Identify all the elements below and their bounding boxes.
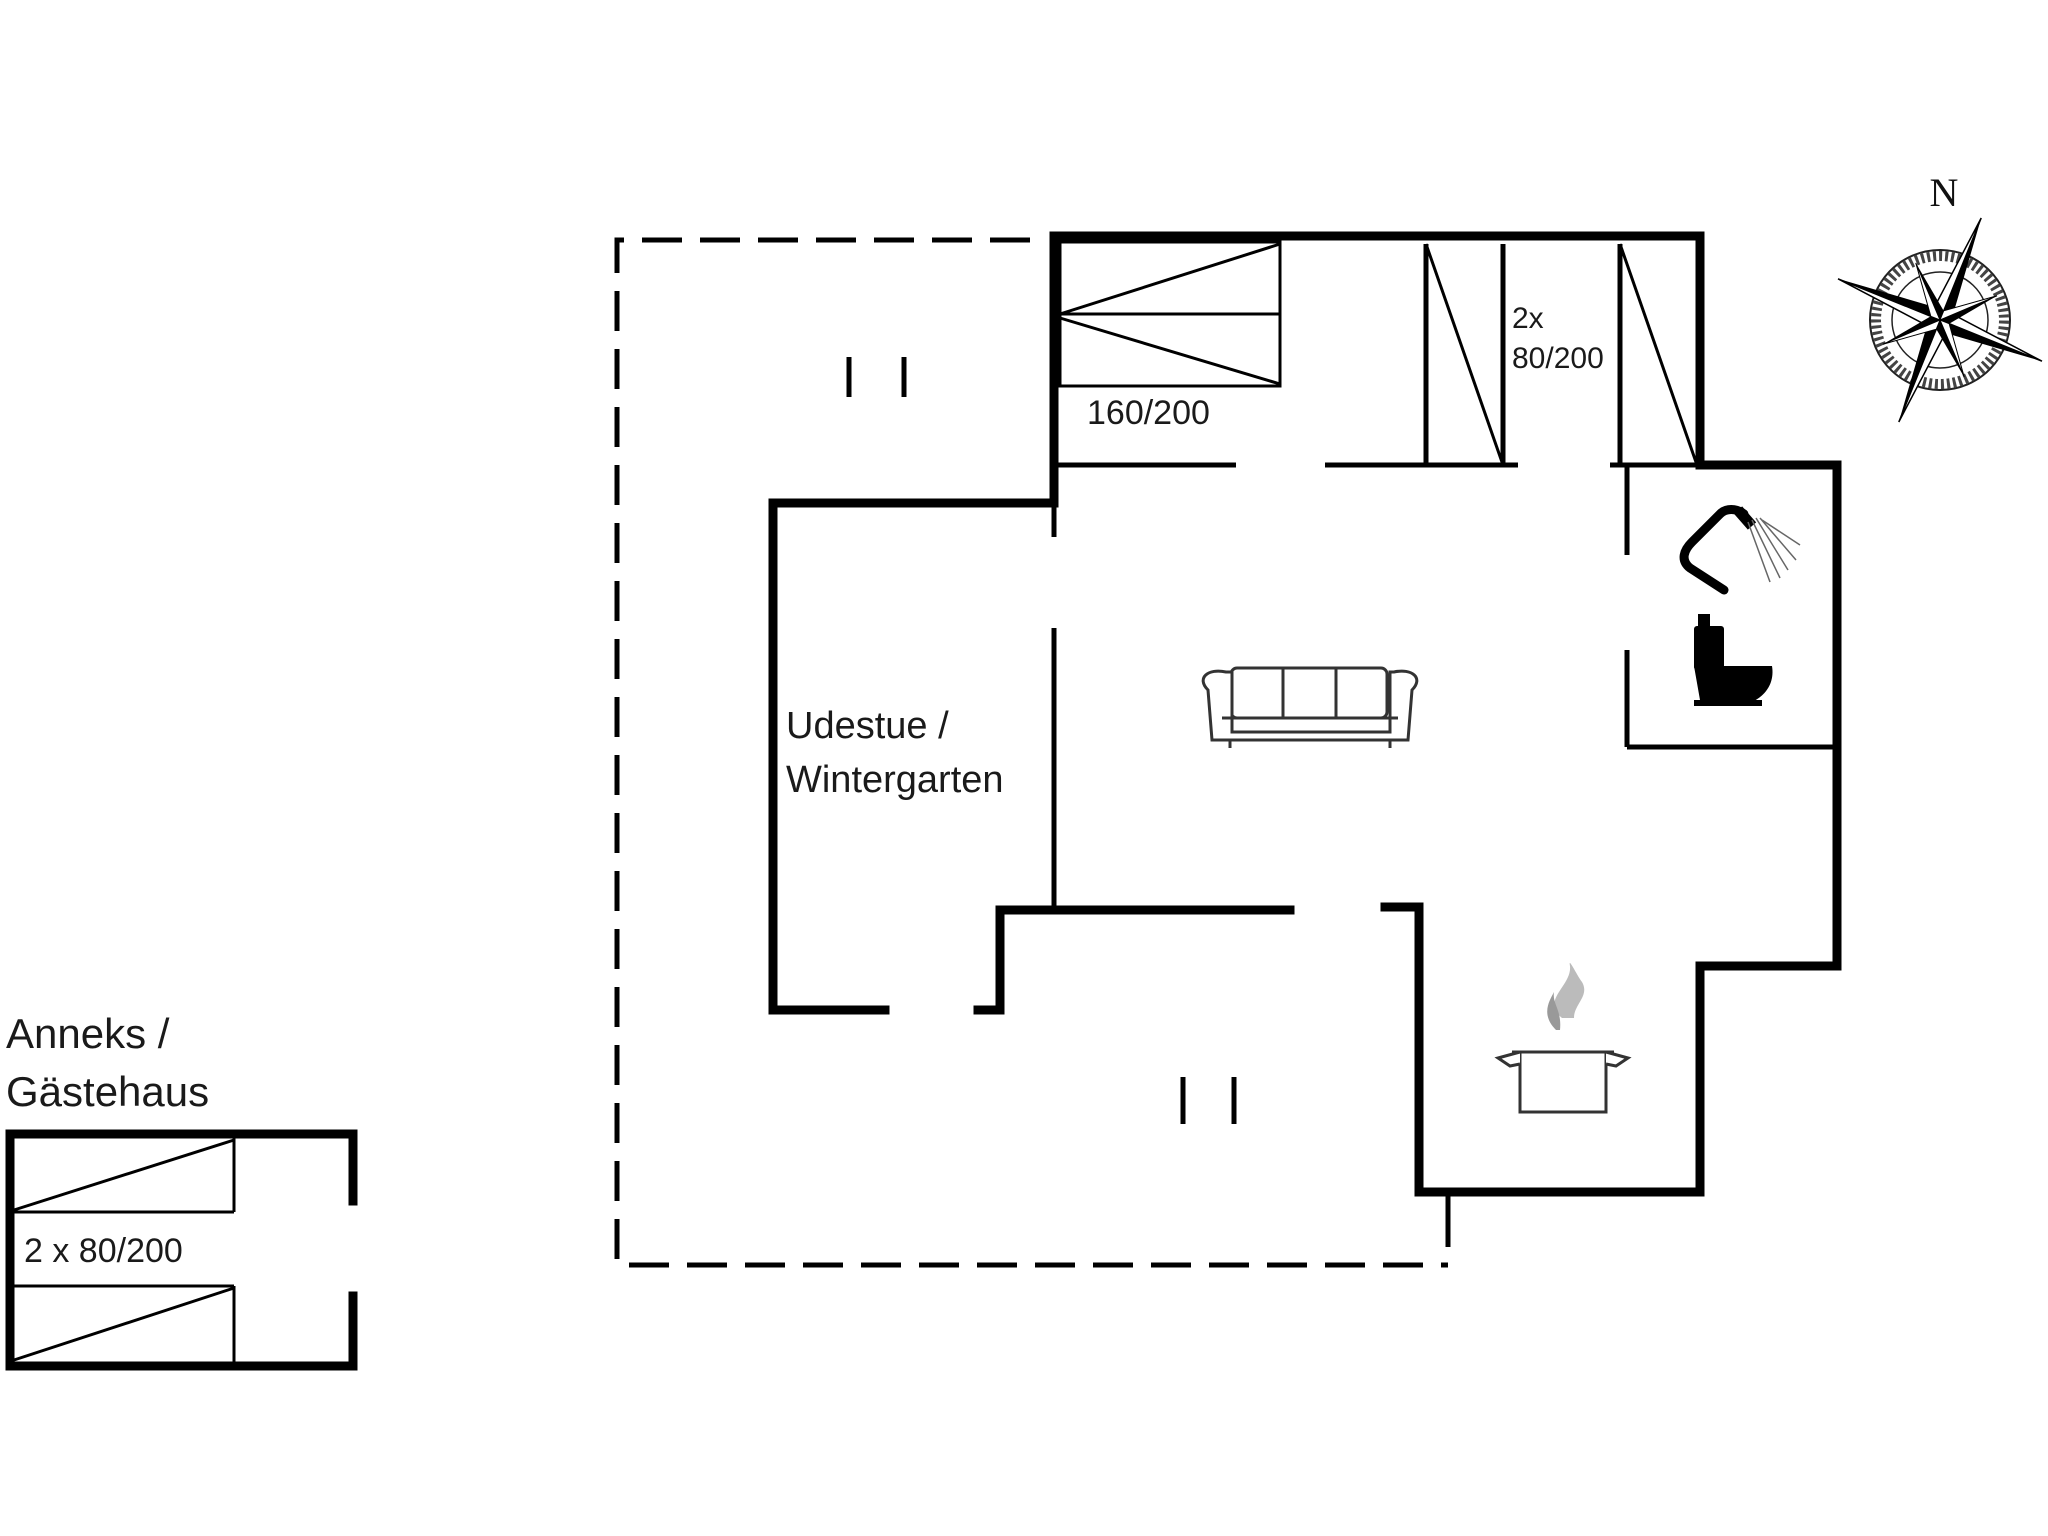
toilet-icon [1694,614,1773,706]
terrace-outline [614,237,1448,1268]
sofa-icon [1201,666,1419,748]
annex-beds [13,1138,236,1362]
annex-walls [5,1129,358,1371]
room-sunroom-label-1: Udestue / [786,705,949,747]
bed-twin-count-label: 2x [1512,302,1544,335]
room-sunroom-label-2: Wintergarten [786,759,1004,801]
annex-title-2: Gästehaus [6,1068,209,1115]
cooking-pot-icon [1494,963,1632,1114]
annex-title-1: Anneks / [6,1010,170,1057]
shower-icon [1679,505,1801,595]
bed-double-label: 160/200 [1087,394,1210,432]
bed-twin [1424,243,1699,466]
house-walls [768,231,1842,1197]
interior-walls [1051,244,1837,1247]
bed-twin-size-label: 80/200 [1512,342,1604,375]
annex-beds-label: 2 x 80/200 [24,1232,183,1270]
compass-rose-icon [1837,217,2043,423]
compass-north-label: N [1930,170,1959,215]
bed-double [1058,240,1282,388]
terrace-door-marks [846,357,1237,1124]
